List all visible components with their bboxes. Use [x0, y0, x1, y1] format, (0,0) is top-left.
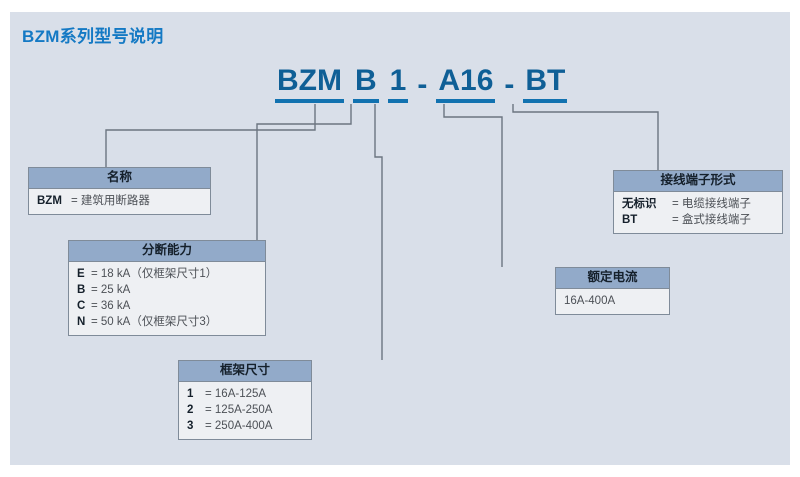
list-item: C = 36 kA	[77, 298, 257, 314]
row-value: = 50 kA（仅框架尺寸3）	[91, 316, 218, 328]
row-value: = 18 kA（仅框架尺寸1）	[91, 268, 218, 280]
model-number: BZM B 1 - A16 - BT	[275, 65, 568, 103]
list-item: 2 = 125A-250A	[187, 402, 303, 418]
row-value: = 25 kA	[91, 284, 131, 296]
box-rated-current-body: 16A-400A	[556, 289, 669, 314]
model-separator: -	[417, 68, 428, 101]
wire-frame	[374, 104, 383, 360]
model-segment-current: A16	[436, 66, 496, 103]
box-frame-size: 框架尺寸 1 = 16A-125A 2 = 125A-250A 3 = 250A…	[178, 360, 312, 440]
row-key: 1	[187, 388, 194, 400]
model-separator: -	[504, 68, 515, 101]
row-key: N	[77, 316, 86, 328]
wire-current	[443, 104, 503, 267]
list-item: B = 25 kA	[77, 282, 257, 298]
list-item: BZM = 建筑用断路器	[37, 193, 202, 209]
box-terminal-type-body: 无标识 = 电缆接线端子 BT = 盒式接线端子	[614, 192, 782, 233]
row-key: 2	[187, 404, 194, 416]
model-segment-terminal: BT	[523, 66, 568, 103]
list-item: E = 18 kA（仅框架尺寸1）	[77, 266, 257, 282]
rated-current-value: 16A-400A	[564, 295, 616, 307]
model-segment-frame: 1	[387, 66, 409, 103]
row-key: E	[77, 268, 85, 280]
row-key: C	[77, 300, 86, 312]
box-name-body: BZM = 建筑用断路器	[29, 189, 210, 214]
box-breaking-capacity-body: E = 18 kA（仅框架尺寸1） B = 25 kA C = 36 kA N …	[69, 262, 265, 335]
wire-name	[105, 104, 316, 167]
box-breaking-capacity: 分断能力 E = 18 kA（仅框架尺寸1） B = 25 kA C = 36 …	[68, 240, 266, 336]
box-rated-current: 额定电流 16A-400A	[555, 267, 670, 315]
row-value: = 建筑用断路器	[71, 195, 150, 207]
row-key: BT	[622, 214, 638, 226]
row-key: B	[77, 284, 86, 296]
row-key: 无标识	[622, 198, 657, 210]
row-key: 3	[187, 420, 194, 432]
wire-terminal	[512, 104, 659, 170]
list-item: 3 = 250A-400A	[187, 418, 303, 434]
row-value: = 250A-400A	[205, 420, 273, 432]
list-item: 无标识 = 电缆接线端子	[622, 196, 774, 212]
list-item: N = 50 kA（仅框架尺寸3）	[77, 314, 257, 330]
model-segment-name: BZM	[275, 66, 344, 103]
box-frame-size-header: 框架尺寸	[179, 361, 311, 382]
row-value: = 盒式接线端子	[672, 214, 751, 226]
list-item: BT = 盒式接线端子	[622, 212, 774, 228]
row-key: BZM	[37, 195, 62, 207]
row-value: = 36 kA	[91, 300, 131, 312]
page-title: BZM系列型号说明	[22, 27, 164, 46]
box-name: 名称 BZM = 建筑用断路器	[28, 167, 211, 215]
box-rated-current-header: 额定电流	[556, 268, 669, 289]
row-value: = 电缆接线端子	[672, 198, 751, 210]
model-segment-breaking: B	[352, 66, 379, 103]
box-terminal-type: 接线端子形式 无标识 = 电缆接线端子 BT = 盒式接线端子	[613, 170, 783, 234]
box-breaking-capacity-header: 分断能力	[69, 241, 265, 262]
list-item: 1 = 16A-125A	[187, 386, 303, 402]
box-name-header: 名称	[29, 168, 210, 189]
diagram-panel: BZM系列型号说明 BZM B 1 - A16 - BT 名称 BZM = 建筑…	[10, 12, 790, 465]
box-frame-size-body: 1 = 16A-125A 2 = 125A-250A 3 = 250A-400A	[179, 382, 311, 439]
box-terminal-type-header: 接线端子形式	[614, 171, 782, 192]
row-value: = 125A-250A	[205, 404, 273, 416]
row-value: = 16A-125A	[205, 388, 267, 400]
wire-breaking	[256, 104, 352, 240]
